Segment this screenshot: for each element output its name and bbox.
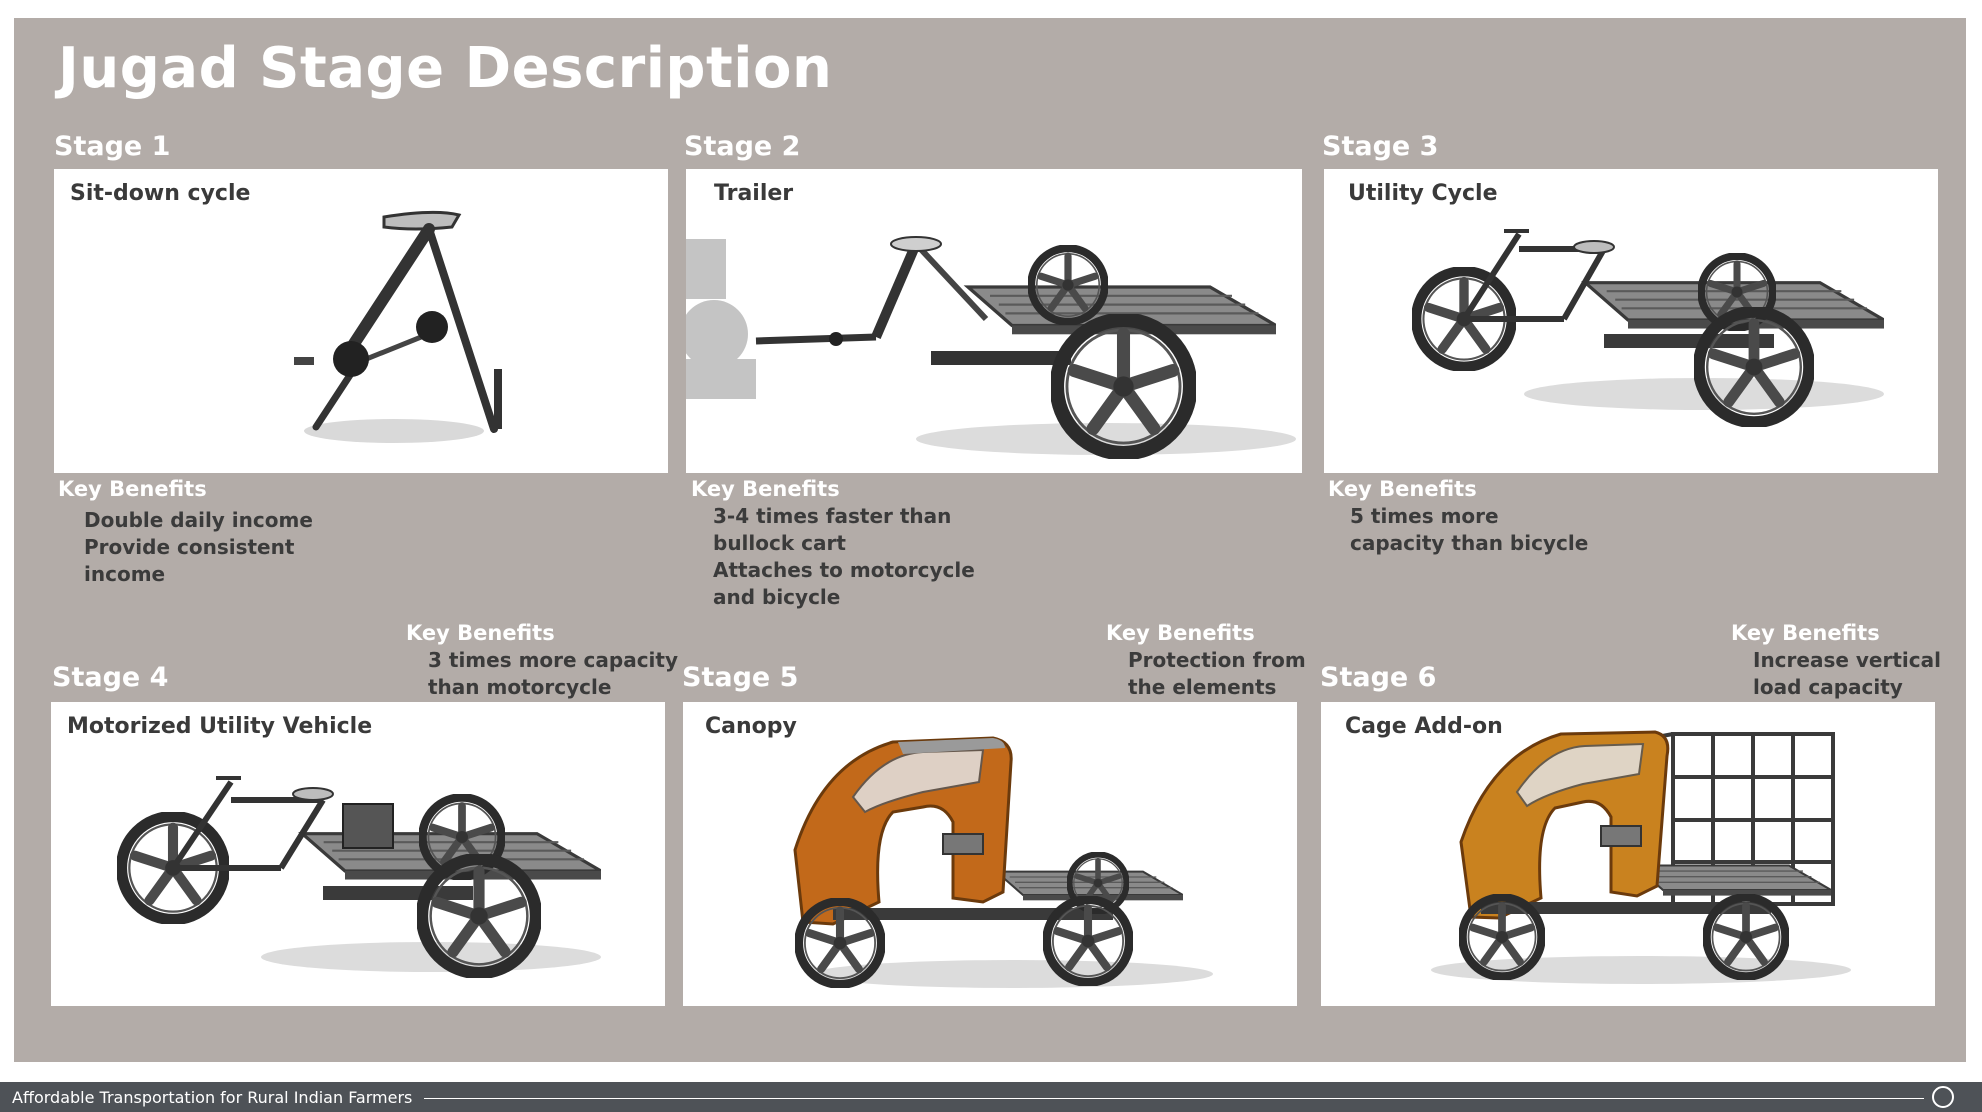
stage-6-panel: Cage Add-on xyxy=(1321,702,1935,1006)
stage-1-benefits-list: Double daily income Provide consistent i… xyxy=(84,507,313,588)
stage-1-benefits-heading: Key Benefits xyxy=(58,477,207,501)
stage-1-label: Stage 1 xyxy=(54,131,171,162)
stage-4-title: Motorized Utility Vehicle xyxy=(67,714,373,739)
stage-5-title: Canopy xyxy=(705,714,797,739)
stage-4-benefits-list: 3 times more capacity than motorcycle xyxy=(428,647,678,701)
stage-4-benefits-heading: Key Benefits xyxy=(406,621,555,645)
benefit-line: 3-4 times faster than xyxy=(713,504,952,528)
stage-4-panel: Motorized Utility Vehicle xyxy=(51,702,665,1006)
stage-3-benefits-list: 5 times more capacity than bicycle xyxy=(1350,503,1588,557)
motorized-utility-vehicle-illustration xyxy=(51,776,601,1006)
benefit-line: than motorcycle xyxy=(428,675,612,699)
stage-5-key-benefits: Key Benefits Protection from the element… xyxy=(1106,621,1306,701)
stage-3-benefits-heading: Key Benefits xyxy=(1328,477,1477,501)
stage-2-benefits-list: 3-4 times faster than bullock cart Attac… xyxy=(713,503,975,611)
benefit-line: 5 times more xyxy=(1350,504,1499,528)
benefit-line: Provide consistent xyxy=(84,535,295,559)
benefit-line: capacity than bicycle xyxy=(1350,531,1589,555)
canopy-vehicle-illustration xyxy=(793,736,1213,988)
benefit-line: Double daily income xyxy=(84,508,313,532)
benefit-line: bullock cart xyxy=(713,531,846,555)
sit-down-cycle-illustration xyxy=(294,210,502,443)
stage-5-panel: Canopy xyxy=(683,702,1297,1006)
stage-2-key-benefits: Key Benefits 3-4 times faster than bullo… xyxy=(691,477,975,611)
page-title: Jugad Stage Description xyxy=(58,36,833,101)
trailer-illustration xyxy=(686,236,1296,473)
benefit-line: 3 times more capacity xyxy=(428,648,679,672)
stage-2-benefits-heading: Key Benefits xyxy=(691,477,840,501)
stage-4-key-benefits: Key Benefits 3 times more capacity than … xyxy=(406,621,678,701)
stage-3-title: Utility Cycle xyxy=(1348,181,1498,206)
stage-1-title: Sit-down cycle xyxy=(70,181,251,206)
benefit-line: Attaches to motorcycle xyxy=(713,558,975,582)
stage-2-label: Stage 2 xyxy=(684,131,801,162)
benefit-line: the elements xyxy=(1128,675,1277,699)
stage-1-panel: Sit-down cycle xyxy=(54,169,668,473)
stage-1-key-benefits: Key Benefits Double daily income Provide… xyxy=(58,477,313,588)
utility-cycle-illustration xyxy=(1324,229,1884,473)
stage-5-benefits-heading: Key Benefits xyxy=(1106,621,1255,645)
benefit-line: Protection from xyxy=(1128,648,1306,672)
stage-5-label: Stage 5 xyxy=(682,662,799,693)
benefit-line: and bicycle xyxy=(713,585,841,609)
stage-6-title: Cage Add-on xyxy=(1345,714,1503,739)
stage-3-label: Stage 3 xyxy=(1322,131,1439,162)
stage-6-benefits-heading: Key Benefits xyxy=(1731,621,1880,645)
stage-6-benefits-list: Increase vertical load capacity xyxy=(1753,647,1941,701)
footer-divider xyxy=(424,1098,1924,1099)
benefit-line: income xyxy=(84,562,166,586)
stage-6-label: Stage 6 xyxy=(1320,662,1437,693)
stage-4-label: Stage 4 xyxy=(52,662,169,693)
stage-3-panel: Utility Cycle xyxy=(1324,169,1938,473)
benefit-line: load capacity xyxy=(1753,675,1903,699)
cage-add-on-illustration xyxy=(1431,730,1851,984)
footer-bar: Affordable Transportation for Rural Indi… xyxy=(0,1082,1982,1112)
benefit-line: Increase vertical xyxy=(1753,648,1941,672)
footer-text: Affordable Transportation for Rural Indi… xyxy=(12,1088,413,1107)
stage-6-key-benefits: Key Benefits Increase vertical load capa… xyxy=(1731,621,1941,701)
circle-icon xyxy=(1932,1086,1954,1108)
stage-2-title: Trailer xyxy=(714,181,794,206)
stage-5-benefits-list: Protection from the elements xyxy=(1128,647,1306,701)
stage-2-panel: Trailer xyxy=(686,169,1302,473)
stage-3-key-benefits: Key Benefits 5 times more capacity than … xyxy=(1328,477,1588,557)
